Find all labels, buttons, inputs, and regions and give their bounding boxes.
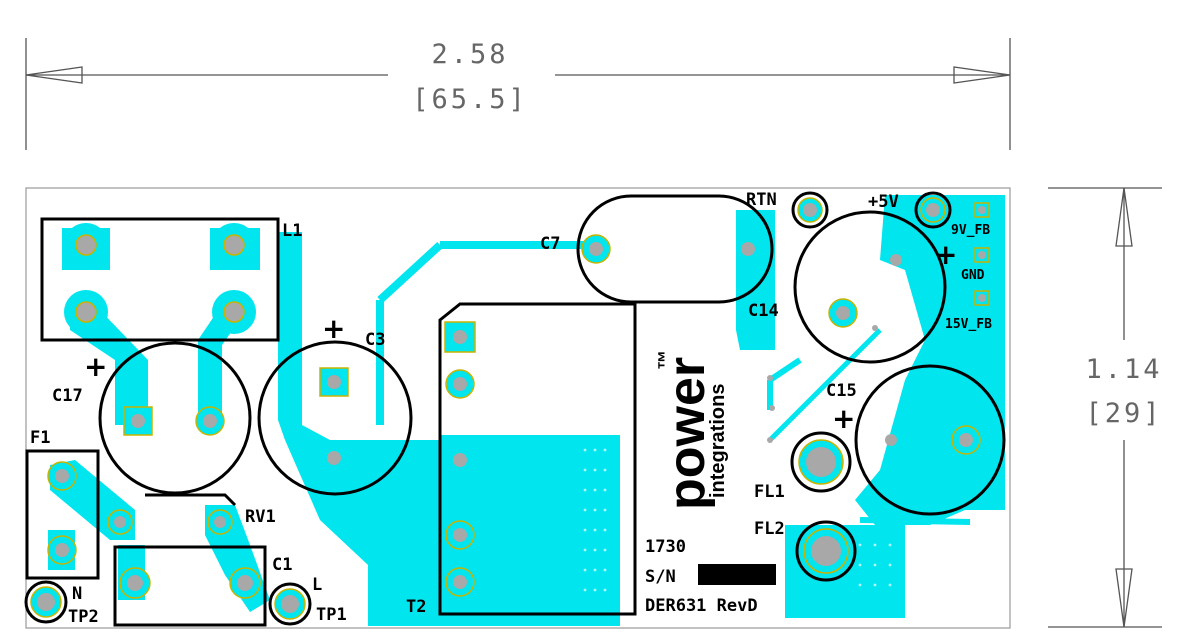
5V-ring [914,191,952,229]
label-RTN: RTN [746,190,777,210]
label-FL2: FL2 [754,519,785,539]
label-RV1: RV1 [245,507,276,527]
serial-number-box [698,564,776,585]
serial-label: S/N [645,567,676,587]
label-9V-FB: 9V_FB [951,223,990,238]
width-inches: 2.58 [431,39,508,70]
board-id: DER631 RevD [645,596,758,616]
T2-outline [438,302,637,616]
label-TP1: TP1 [316,605,347,625]
label-5V: +5V [868,192,899,212]
label-N: N [72,584,82,604]
power-integrations-logo: power integrations ™ [655,350,729,510]
label-F1: F1 [30,428,50,448]
C3-polarity-plus: + [322,312,345,345]
label-C3: C3 [365,330,385,350]
TP2-outline [24,580,68,624]
label-T2: T2 [406,597,426,617]
label-GND: GND [961,268,985,283]
label-C14: C14 [748,301,779,321]
FL2-outline [795,520,857,582]
label-TP2: TP2 [68,607,99,627]
C17-outline [98,341,252,495]
height-dimension [1048,187,1162,628]
label-C15: C15 [826,381,857,401]
label-C7: C7 [540,234,560,254]
logo-power: power [658,357,716,510]
C15-polarity-plus: + [832,402,855,435]
C3-outline [257,340,413,496]
RV1-outline [145,493,237,507]
pads [30,197,990,620]
C14-outline [793,210,947,364]
label-C1: C1 [272,555,292,575]
width-dimension [25,38,1011,150]
label-C17: C17 [52,386,83,406]
logo-trademark: ™ [655,350,677,370]
label-FL1: FL1 [754,482,785,502]
C17-polarity-plus: + [84,350,107,383]
C7-outline [576,194,774,304]
C15-outline [854,364,1006,516]
height-millimeters: [29] [1085,398,1162,429]
FL1-outline [790,431,852,493]
C1-outline [113,545,267,627]
C14-polarity-plus: + [934,238,957,271]
L1-outline [40,217,280,342]
via-grid [583,448,892,592]
TP1-outline [268,582,312,626]
RTN-ring [791,191,829,229]
width-millimeters: [65.5] [412,84,528,115]
silkscreen-outlines [24,191,1006,627]
F1-outline [25,449,100,580]
label-15V-FB: 15V_FB [945,317,992,332]
date-code: 1730 [645,537,686,557]
label-L: L [312,575,322,595]
label-L1: L1 [282,221,302,241]
height-inches: 1.14 [1085,354,1162,385]
logo-integrations: integrations [707,384,729,498]
